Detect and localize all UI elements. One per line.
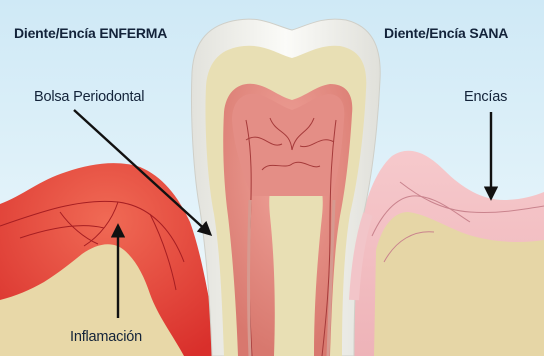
pulp-chamber: [232, 94, 344, 196]
diseased-heading: Diente/Encía ENFERMA: [14, 26, 167, 40]
inflammation-label: Inflamación: [70, 330, 142, 345]
gums-label: Encías: [464, 90, 507, 105]
pocket-label: Bolsa Periodontal: [34, 90, 144, 105]
healthy-heading: Diente/Encía SANA: [384, 26, 508, 40]
